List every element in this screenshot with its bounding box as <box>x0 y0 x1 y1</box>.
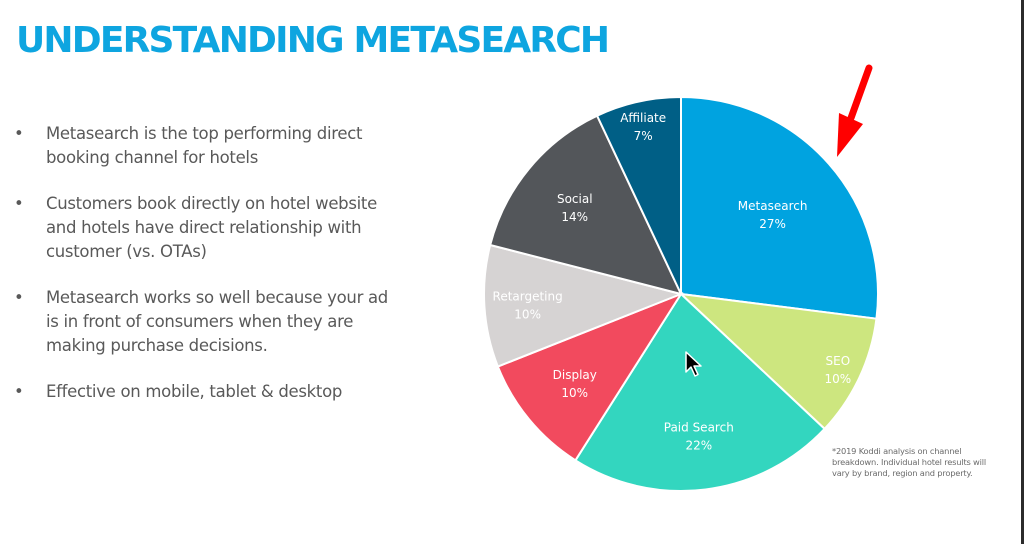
bullet-text: Metasearch is the top performing direct … <box>46 124 363 167</box>
pie-slice-seo <box>678 292 878 431</box>
slide-title: UNDERSTANDING METASEARCH <box>16 20 610 61</box>
bullet-item: • Customers book directly on hotel websit… <box>14 192 394 264</box>
slice-label-name: Paid Search <box>664 421 734 435</box>
footnote: *2019 Koddi analysis on channel breakdow… <box>832 446 986 478</box>
bullet-text: Customers book directly on hotel website… <box>46 194 377 261</box>
bullet-icon: • <box>14 382 24 401</box>
slice-label-value: 14% <box>561 210 588 224</box>
bullet-item: • Metasearch works so well because your a… <box>14 286 394 358</box>
pie-slice-display <box>496 291 684 462</box>
slice-label-name: Metasearch <box>738 199 808 213</box>
slice-label-value: 10% <box>825 372 852 386</box>
slice-label-name: Affiliate <box>620 111 666 125</box>
slice-label-value: 10% <box>561 386 588 400</box>
bullet-list: • Metasearch is the top performing direct… <box>14 122 394 426</box>
slice-label-value: 7% <box>634 129 653 143</box>
bullet-icon: • <box>14 124 24 143</box>
slice-label-value: 27% <box>759 217 786 231</box>
pie-slice-affiliate <box>595 95 682 295</box>
slice-label-name: Display <box>553 368 597 382</box>
bullet-item: • Metasearch is the top performing direct… <box>14 122 394 170</box>
slice-label-name: SEO <box>826 354 851 368</box>
bullet-item: • Effective on mobile, tablet & desktop <box>14 380 394 404</box>
pie-slice-retargeting <box>483 243 685 368</box>
bullet-text: Effective on mobile, tablet & desktop <box>46 382 343 401</box>
bullet-icon: • <box>14 194 24 213</box>
window-edge <box>1021 0 1024 544</box>
pie-slice-metasearch <box>680 95 879 320</box>
slice-label-name: Social <box>557 192 593 206</box>
mouse-cursor-icon <box>685 351 702 377</box>
slice-label-name: Retargeting <box>493 290 563 304</box>
slice-label-value: 10% <box>514 308 541 322</box>
slice-label-value: 22% <box>685 439 712 453</box>
pie-slice-social <box>488 114 683 296</box>
bullet-text: Metasearch works so well because your ad… <box>46 288 388 355</box>
bullet-icon: • <box>14 288 24 307</box>
pie-slice-paid-search <box>574 292 827 492</box>
